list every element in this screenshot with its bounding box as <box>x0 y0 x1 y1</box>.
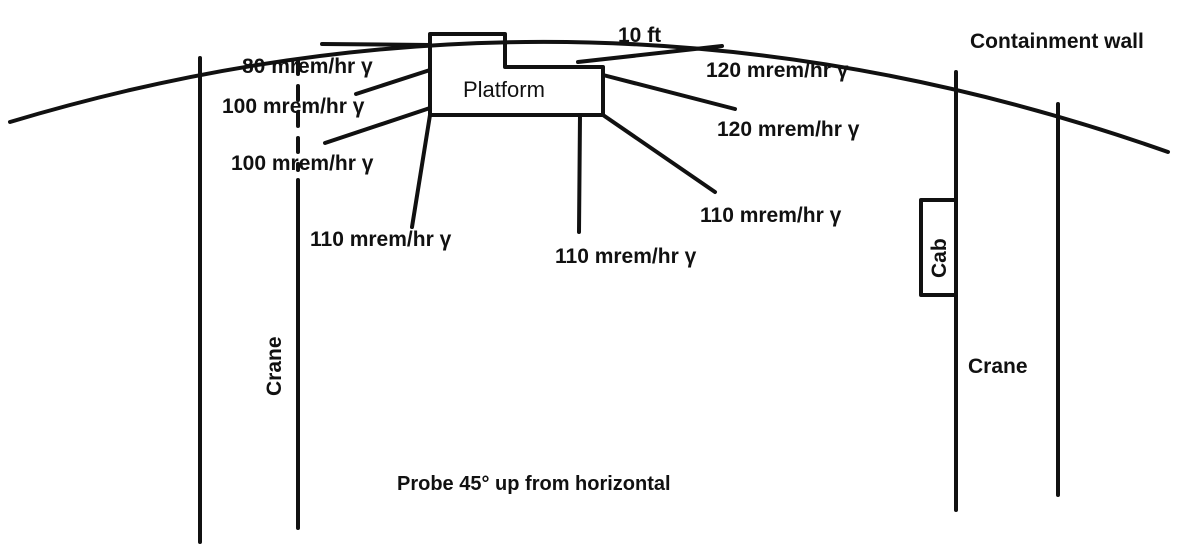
containment-wall-arc <box>8 39 1170 154</box>
leader-110-center <box>577 113 582 234</box>
reading-80: 80 mrem/hr γ <box>242 55 373 78</box>
platform-outline <box>428 32 605 117</box>
reading-100-lower: 100 mrem/hr γ <box>231 152 374 175</box>
reading-110-left: 110 mrem/hr γ <box>310 228 452 251</box>
cab-box <box>919 198 958 297</box>
distance-label: 10 ft <box>618 24 661 47</box>
leader-80 <box>320 42 432 47</box>
crane-right-label: Crane <box>968 355 1028 378</box>
platform-label: Platform <box>463 77 545 102</box>
leader-110-left <box>410 113 432 229</box>
leader-10ft <box>576 44 724 64</box>
cab-label: Cab <box>928 238 951 278</box>
crane-left-label: Crane <box>263 336 286 396</box>
leader-100-lower <box>323 106 432 145</box>
leader-110-right <box>601 113 717 194</box>
leader-100-upper <box>354 68 432 96</box>
reading-110-center: 110 mrem/hr γ <box>555 245 697 268</box>
reading-100-upper: 100 mrem/hr γ <box>222 95 365 118</box>
containment-wall-label: Containment wall <box>970 30 1144 53</box>
reading-120-lower: 120 mrem/hr γ <box>717 118 860 141</box>
reading-110-right: 110 mrem/hr γ <box>700 204 842 227</box>
reading-120-upper: 120 mrem/hr γ <box>706 59 849 82</box>
probe-note: Probe 45° up from horizontal <box>397 473 671 495</box>
leader-120-lower <box>601 73 737 111</box>
